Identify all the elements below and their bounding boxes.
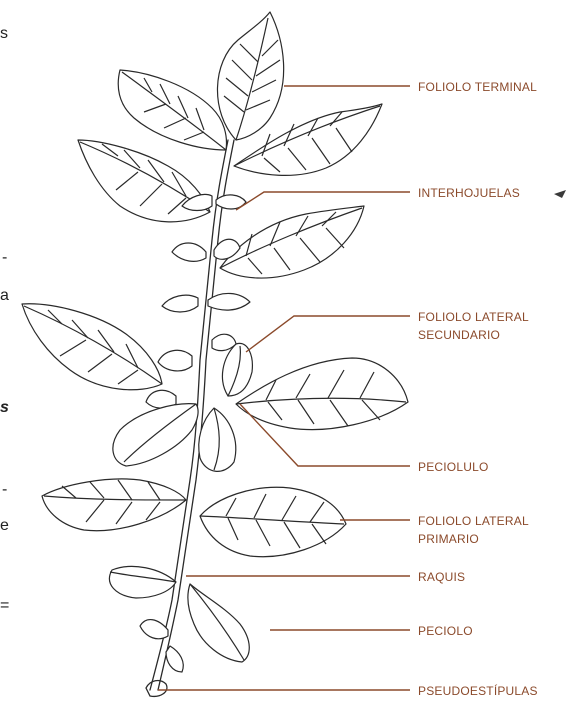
label-foliolo-terminal: FOLIOLO TERMINAL bbox=[418, 80, 537, 94]
edge-text-5: - bbox=[2, 481, 7, 498]
left-leaflet-4 bbox=[113, 404, 198, 466]
leader-interhojuelas bbox=[236, 192, 410, 210]
lower-left-leaflet bbox=[109, 566, 176, 598]
edge-text-1: s bbox=[0, 25, 8, 42]
label-foliolo-lateral-primario-line1: FOLIOLO LATERAL bbox=[418, 514, 529, 528]
label-foliolo-lateral-secundario-line2: SECUNDARIO bbox=[418, 328, 500, 342]
left-leaflet-3 bbox=[22, 304, 162, 390]
edge-text-6: e bbox=[0, 517, 9, 534]
label-peciolo: PECIOLO bbox=[418, 624, 473, 638]
leader-foliolo-lateral-secundario bbox=[246, 316, 410, 352]
label-interhojuelas: INTERHOJUELAS bbox=[418, 186, 520, 200]
label-foliolo-lateral-secundario-line1: FOLIOLO LATERAL bbox=[418, 310, 529, 324]
primary-lateral-leaflet-left bbox=[42, 479, 186, 531]
right-leaflet-3 bbox=[236, 358, 408, 430]
edge-text-2: - bbox=[2, 249, 7, 266]
label-foliolo-lateral-primario-line2: PRIMARIO bbox=[418, 532, 479, 546]
primary-lateral-leaflet-right bbox=[200, 487, 346, 556]
right-leaflet-2 bbox=[220, 206, 364, 278]
labels: FOLIOLO TERMINAL INTERHOJUELAS FOLIOLO L… bbox=[418, 80, 538, 698]
label-peciolulo: PECIOLULO bbox=[418, 460, 489, 474]
label-raquis: RAQUIS bbox=[418, 570, 465, 584]
left-edge-text: s - a s - e = bbox=[0, 25, 9, 614]
label-pseudoestipulas: PSEUDOESTÍPULAS bbox=[418, 683, 538, 698]
lower-right-leaflet bbox=[188, 584, 249, 662]
edge-text-3: a bbox=[0, 287, 9, 304]
pseudostipule-base bbox=[146, 681, 167, 697]
edge-text-4: s bbox=[0, 399, 9, 416]
terminal-leaflet bbox=[217, 12, 283, 140]
edge-text-7: = bbox=[0, 597, 9, 614]
upper-left-leaflet bbox=[118, 70, 226, 150]
center-leaflet bbox=[199, 408, 236, 471]
leaflets bbox=[22, 12, 408, 672]
stray-mark bbox=[554, 190, 566, 198]
